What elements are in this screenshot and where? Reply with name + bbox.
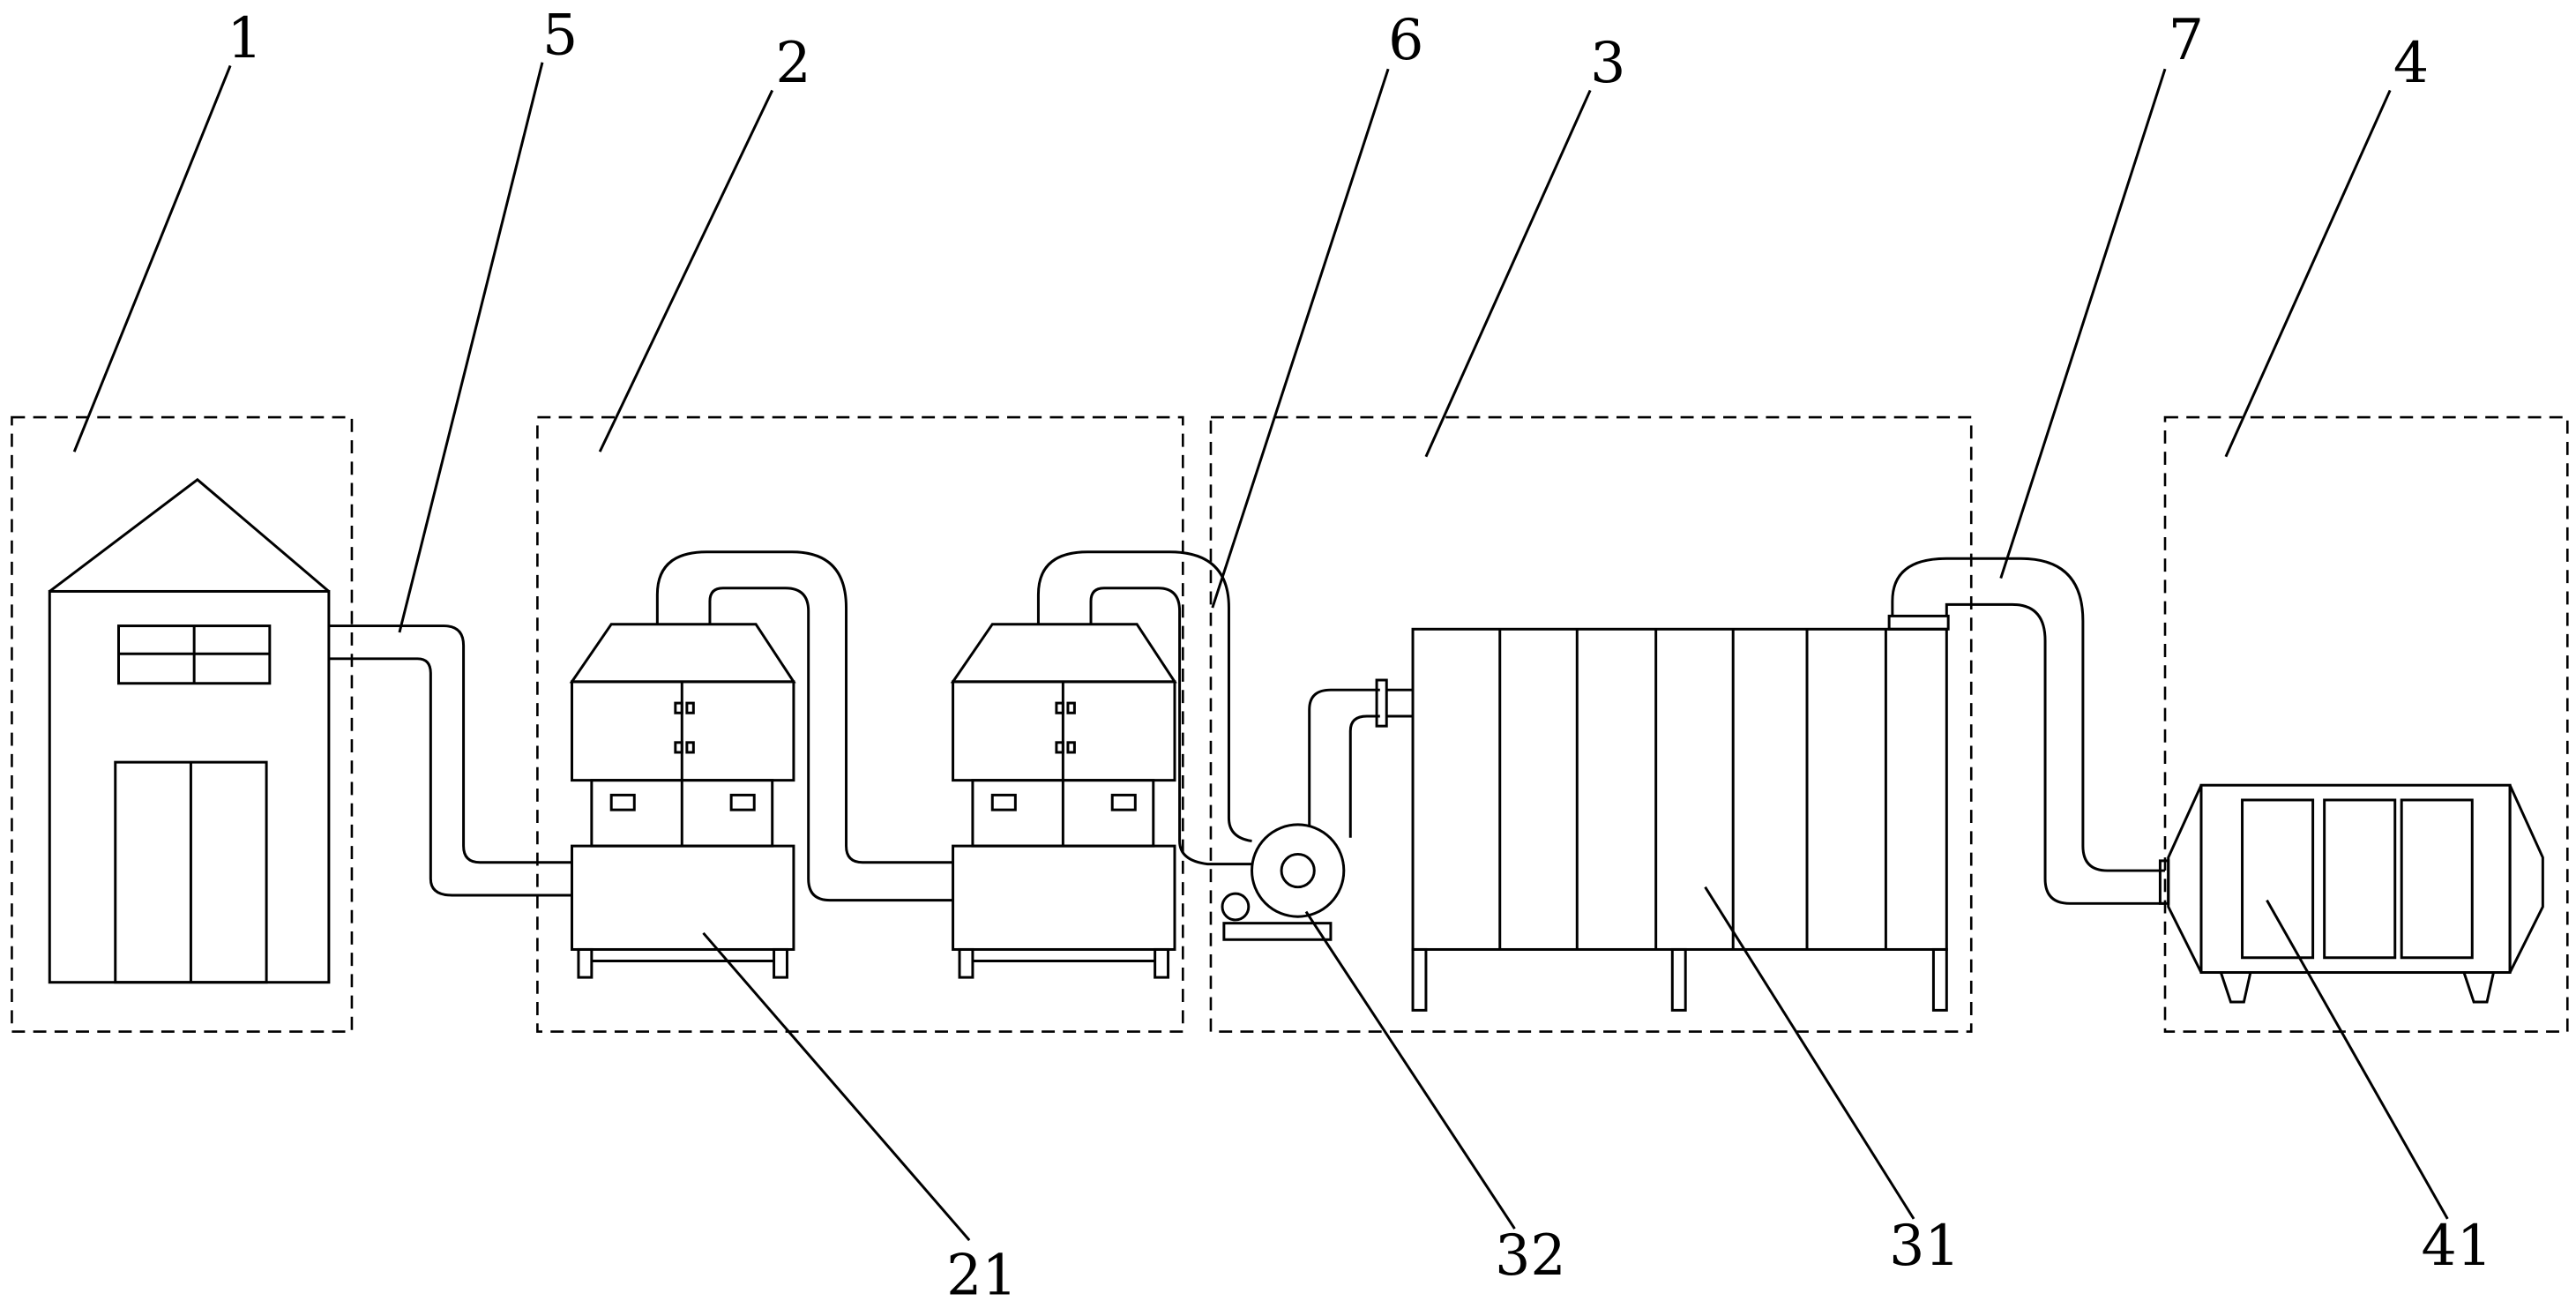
- duct-6: [1038, 552, 1251, 864]
- zone-2-box: [537, 417, 1183, 1032]
- label-41: 41: [2422, 1213, 2493, 1278]
- leader-lines: [74, 63, 2447, 1240]
- scrubber-1: [572, 624, 794, 977]
- zone-1-box: [11, 417, 352, 1032]
- purifier-41: [2160, 785, 2542, 1002]
- label-21: 21: [946, 1243, 1018, 1301]
- label-4: 4: [2393, 30, 2429, 95]
- label-1: 1: [227, 5, 262, 71]
- label-31: 31: [1889, 1213, 1960, 1278]
- label-5: 5: [542, 2, 578, 67]
- label-6: 6: [1388, 7, 1423, 72]
- scrubber-2: [953, 624, 1175, 977]
- duct-between-scrubbers: [657, 552, 952, 901]
- duct-5: [329, 626, 572, 895]
- label-32: 32: [1495, 1222, 1566, 1288]
- label-2: 2: [775, 30, 810, 95]
- workshop-building: [49, 480, 329, 983]
- label-3: 3: [1590, 30, 1625, 95]
- fan-32: [1222, 680, 1413, 939]
- filter-box-31: [1413, 629, 1946, 1010]
- duct-7: [1889, 558, 2165, 903]
- zone-4-box: [2165, 417, 2567, 1032]
- label-7: 7: [2169, 7, 2204, 72]
